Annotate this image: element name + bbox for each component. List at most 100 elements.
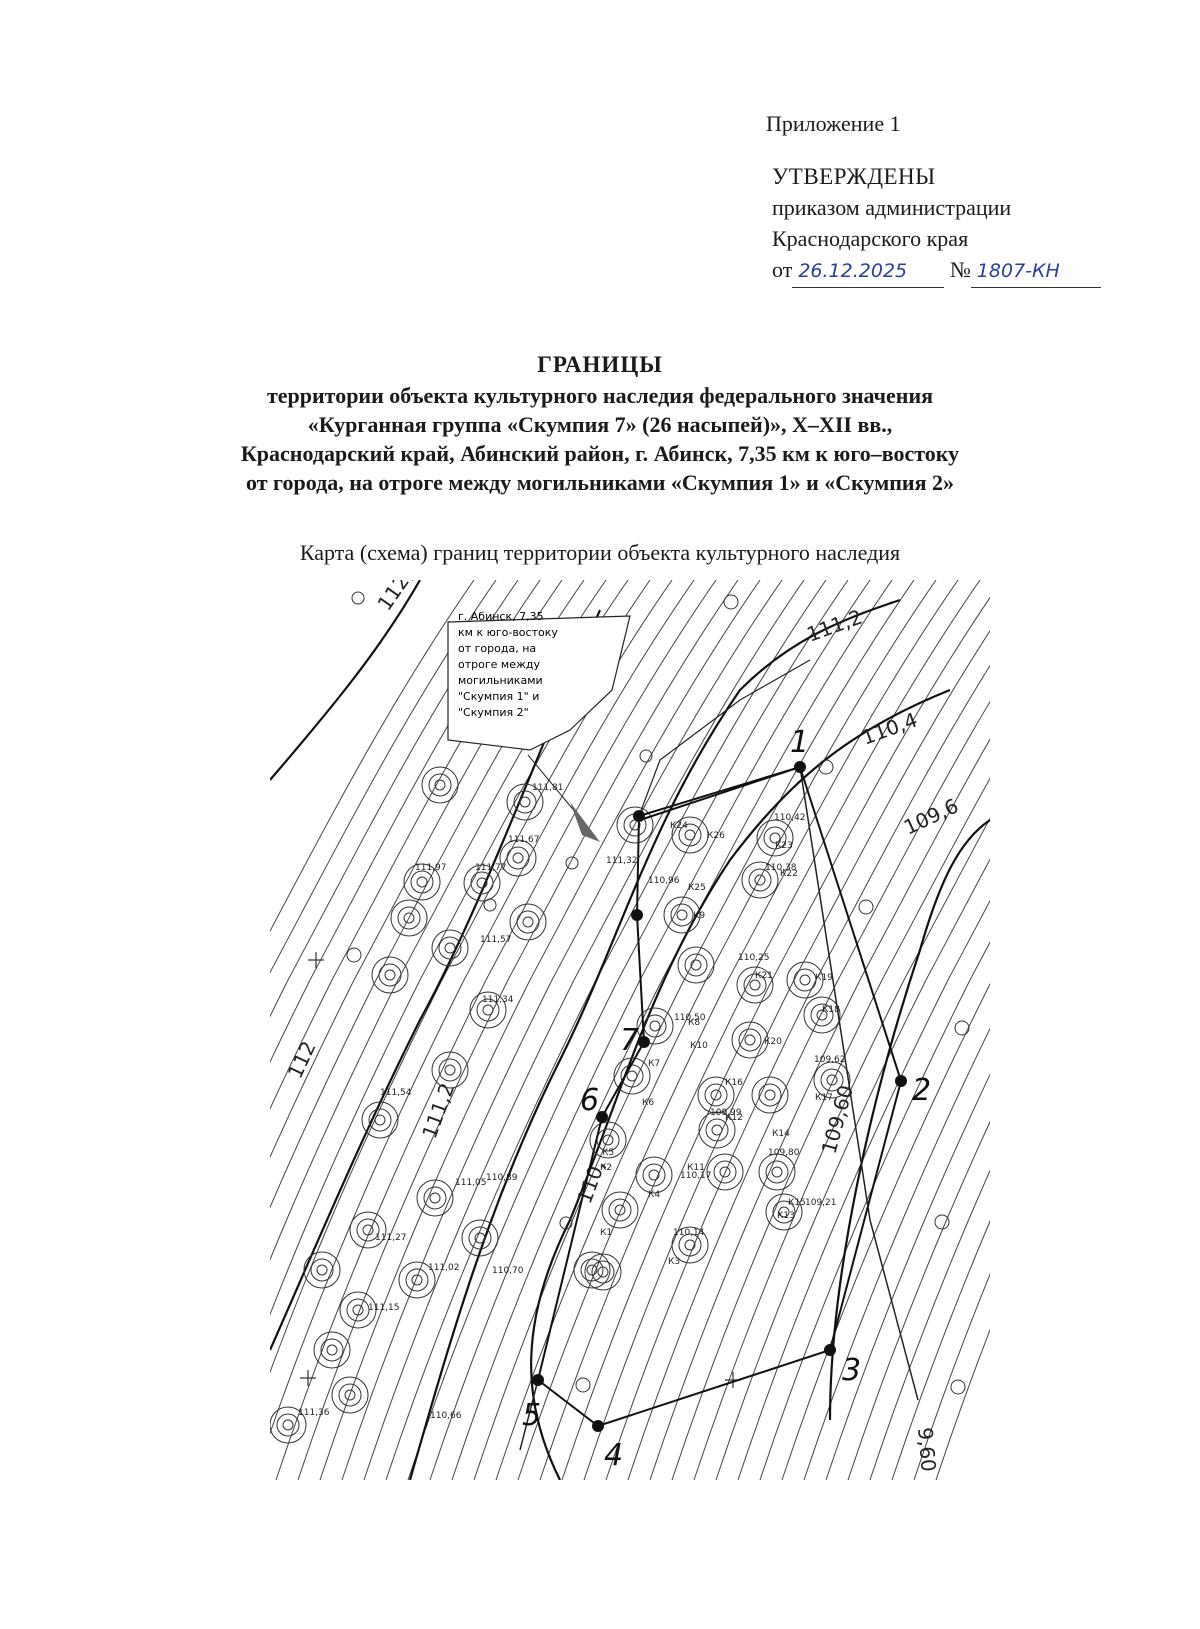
mound-symbol <box>601 1191 639 1229</box>
mound-label: К25 <box>688 883 706 893</box>
mound-symbol <box>331 1376 369 1414</box>
adjacent-line <box>799 766 919 1401</box>
mound-symbol <box>816 1009 828 1021</box>
mound-symbol <box>670 903 694 927</box>
mound-symbol <box>522 916 534 928</box>
mound-symbol <box>705 1118 729 1142</box>
mound-symbol <box>468 1226 492 1250</box>
mound-symbol <box>769 832 781 844</box>
mound-symbol <box>276 1413 300 1437</box>
mound-symbol <box>506 783 544 821</box>
mound-label: К5 <box>602 1148 614 1158</box>
contour-109-6 <box>828 819 990 1421</box>
mound-symbol <box>313 1331 351 1369</box>
approval-line-1: приказом администрации <box>772 195 1012 220</box>
mound-symbol <box>352 1304 364 1316</box>
point-label-5: 5 <box>522 1398 541 1433</box>
contour-line <box>275 580 717 1480</box>
mound-label: К22 <box>780 869 798 879</box>
mound-symbol <box>461 1219 499 1257</box>
mound-label: К7 <box>648 1059 660 1069</box>
contour-line <box>781 982 990 1480</box>
contour-label-109-6: 109,6 <box>900 794 962 840</box>
boundary-edge <box>639 766 801 821</box>
mound-label: К15 <box>788 1198 806 1208</box>
mound-symbol <box>573 1251 611 1289</box>
contour-112-upper <box>270 580 421 781</box>
callout-line-3: от города, на <box>458 642 536 655</box>
survey-circle <box>858 899 874 915</box>
mound-label: К18 <box>822 1005 840 1015</box>
mound-symbol <box>506 846 530 870</box>
boundary-map: г. Абинск, 7,35 км к юго-востоку от горо… <box>270 580 990 1480</box>
point-label-2: 2 <box>912 1073 931 1108</box>
point-label-3: 3 <box>842 1353 861 1388</box>
number-prefix: № <box>949 257 971 282</box>
mound-label: К26 <box>707 831 725 841</box>
mound-symbol <box>416 1179 454 1217</box>
mound-symbol <box>813 1061 851 1099</box>
mound-symbol <box>499 839 537 877</box>
mound-symbol <box>748 868 772 892</box>
mound-symbol <box>463 864 501 902</box>
mound-symbol <box>710 1089 722 1101</box>
mound-label: К17 <box>815 1093 833 1103</box>
callout-line-1: г. Абинск, 7,35 <box>458 610 544 623</box>
contour-label-9-60: 9,60 <box>913 1426 941 1472</box>
mound-symbol <box>403 912 415 924</box>
mound-symbol <box>438 936 462 960</box>
survey-circle <box>934 1214 950 1230</box>
survey-circle <box>575 1377 591 1393</box>
survey-circle <box>483 898 497 912</box>
adjacent-line <box>519 1379 539 1451</box>
mound-labels: К1К2К3К4К5К6К7К8К9К10К11К12К13К14К15К16К… <box>600 821 840 1267</box>
mound-symbol <box>719 1166 731 1178</box>
title-line-1: территории объекта культурного наследия … <box>266 383 934 408</box>
boundary-polygon <box>536 765 903 1428</box>
mound-symbol <box>482 1004 494 1016</box>
survey-circle <box>565 856 579 870</box>
mounds <box>270 766 851 1444</box>
mound-symbol <box>613 1057 651 1095</box>
mound-symbol <box>764 1089 776 1101</box>
survey-circle <box>950 1379 966 1395</box>
contour-line <box>627 700 990 1480</box>
mound-symbol <box>677 946 715 984</box>
adjacent-line <box>638 659 811 817</box>
contour-line <box>407 580 849 1480</box>
date-prefix: от <box>772 257 793 282</box>
mound-symbol <box>626 1070 638 1082</box>
mound-symbol <box>684 1239 696 1251</box>
contour-111-2 <box>408 598 901 1480</box>
mound-symbol <box>697 1076 735 1114</box>
mound-symbol <box>589 1121 627 1159</box>
contour-line <box>825 1073 990 1480</box>
mound-symbol <box>580 1258 604 1282</box>
elevation-label: 109,21 <box>805 1198 837 1208</box>
mound-symbol <box>509 903 547 941</box>
mound-symbol <box>591 1260 615 1284</box>
callout-line-5: могильниками <box>458 674 543 687</box>
elevation-label: 110,66 <box>430 1411 462 1421</box>
mound-symbol <box>438 1058 462 1082</box>
mound-symbol <box>635 1156 673 1194</box>
handwritten-number: 1807-КН <box>970 256 1101 288</box>
mound-symbol <box>643 1014 667 1038</box>
title-line-3: Краснодарский край, Абинский район, г. А… <box>240 441 960 466</box>
markers <box>300 591 970 1395</box>
elevation-label: 111,32 <box>606 856 638 866</box>
mound-label: К12 <box>725 1113 743 1123</box>
mound-symbol <box>346 1298 370 1322</box>
mound-symbol <box>469 991 507 1029</box>
contour-line <box>869 1169 990 1480</box>
mound-symbol <box>368 1108 392 1132</box>
mound-label: К14 <box>772 1129 790 1139</box>
mound-symbol <box>678 823 702 847</box>
elevation-label: 111,34 <box>482 995 514 1005</box>
mound-symbol <box>410 870 434 894</box>
mound-symbol <box>374 1114 386 1126</box>
contour-line <box>270 580 695 1435</box>
mound-symbol <box>397 906 421 930</box>
elevation-label: 110,96 <box>648 876 680 886</box>
mound-symbol <box>270 1406 307 1444</box>
